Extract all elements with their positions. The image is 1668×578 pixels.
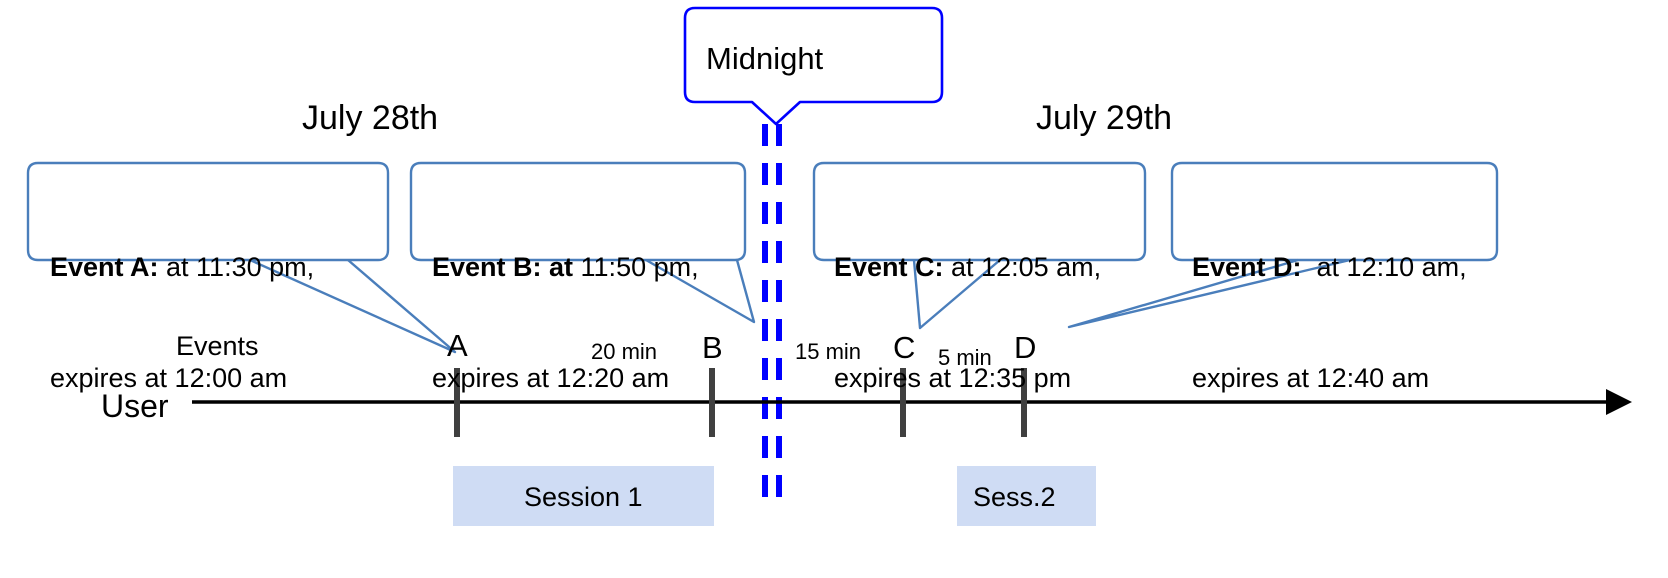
event-b-callout-box bbox=[409, 161, 747, 262]
date-label-july-29: July 29th bbox=[1036, 99, 1173, 137]
session-label-2: Sess.2 bbox=[973, 482, 1056, 512]
marker-label-a: A bbox=[447, 328, 468, 363]
marker-label-c: C bbox=[893, 330, 916, 365]
marker-label-d: D bbox=[1014, 330, 1037, 365]
midnight-callout-box bbox=[683, 6, 944, 126]
marker-label-b: B bbox=[702, 330, 723, 365]
event-b-tail bbox=[645, 258, 756, 324]
event-c-callout-box bbox=[812, 161, 1147, 262]
gap-label-a-b: 20 min bbox=[591, 339, 658, 364]
event-c-tail bbox=[912, 259, 1001, 330]
midnight-label: Midnight bbox=[706, 41, 824, 76]
gap-label-b-c: 15 min bbox=[795, 339, 862, 364]
event-d-tail bbox=[1067, 258, 1351, 329]
session-label-1: Session 1 bbox=[524, 482, 643, 512]
midnight-divider bbox=[762, 124, 782, 505]
user-row-label: User bbox=[101, 388, 169, 424]
event-d-callout-box bbox=[1170, 161, 1499, 262]
event-a-callout-box bbox=[26, 161, 390, 262]
gap-label-c-d: 5 min bbox=[938, 345, 992, 370]
timeline-axis bbox=[192, 389, 1632, 415]
session-band-2 bbox=[957, 466, 1096, 526]
event-a-tail bbox=[249, 258, 457, 354]
session-band-1 bbox=[453, 466, 714, 526]
events-row-label: Events bbox=[176, 331, 259, 361]
date-label-july-28: July 28th bbox=[302, 99, 439, 137]
